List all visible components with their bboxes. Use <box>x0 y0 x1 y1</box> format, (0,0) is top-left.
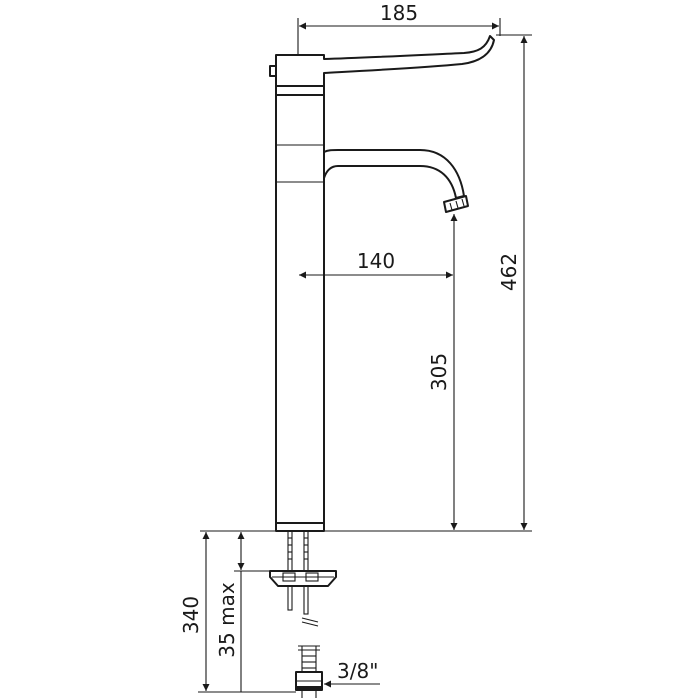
connector-tail <box>301 690 317 698</box>
flex-hose-break-1 <box>301 617 319 623</box>
handle-pin <box>269 65 277 77</box>
rod-tail-left <box>287 585 293 611</box>
dim-label-3-8: 3/8" <box>337 659 378 683</box>
rod-tail-right <box>303 585 309 615</box>
main-column <box>275 94 325 524</box>
below-deck-fixings <box>200 530 337 698</box>
dim-label-35-max: 35 max <box>215 582 239 658</box>
fixing-nut-left <box>282 572 296 582</box>
aerator-mark-3 <box>461 198 465 207</box>
dim-label-140: 140 <box>357 249 395 273</box>
rod-thread-marks <box>288 537 308 560</box>
threaded-rod-left <box>287 530 293 572</box>
spout <box>323 149 465 199</box>
hose-thread-marks <box>302 655 316 669</box>
aerator-mark-1 <box>449 202 453 211</box>
dim-label-340: 340 <box>179 596 203 634</box>
threaded-rod-right <box>303 530 309 572</box>
flex-hose-break-2 <box>301 621 319 627</box>
column-base <box>275 522 325 532</box>
fixing-nut-right <box>305 572 319 582</box>
tap-body <box>269 35 495 532</box>
dimensions: 185 140 305 462 340 35 max 3/8" <box>179 1 532 693</box>
fixing-plate <box>269 570 337 587</box>
dim-label-185: 185 <box>380 1 418 25</box>
dim-label-462: 462 <box>497 253 521 291</box>
connector-seal <box>296 686 322 690</box>
cartridge-collar <box>275 85 325 96</box>
dim-label-305: 305 <box>427 353 451 391</box>
spout-aerator <box>443 195 469 213</box>
lever-handle <box>275 35 495 87</box>
aerator-mark-2 <box>455 200 459 209</box>
